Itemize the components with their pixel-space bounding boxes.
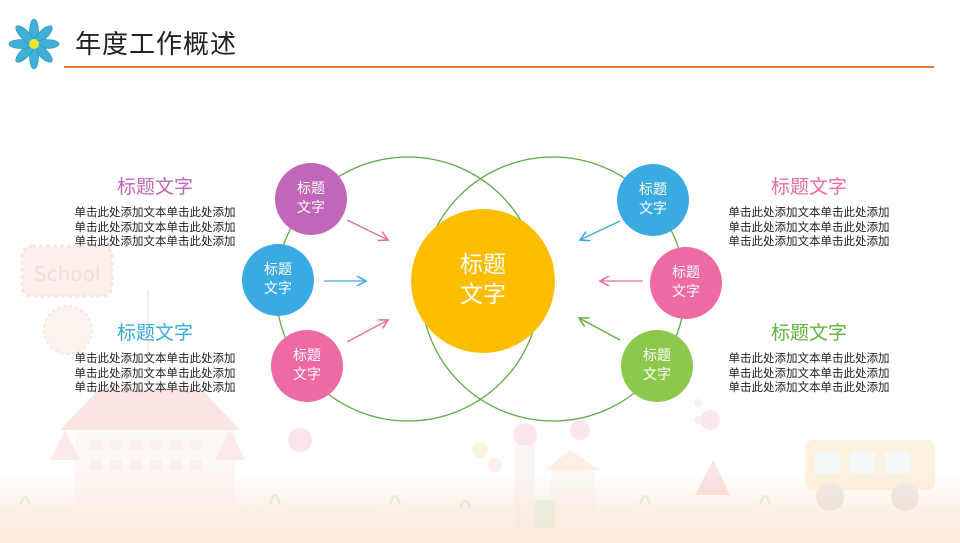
block-body-line: 单击此处添加文本单击此处添加 <box>728 380 890 394</box>
node-right-top[interactable]: 标题 文字 <box>617 164 689 236</box>
arrow-left-top <box>346 219 388 240</box>
block-body-line: 单击此处添加文本单击此处添加 <box>74 380 236 394</box>
block-heading: 标题文字 <box>770 176 847 198</box>
text-block-left-bottom[interactable]: 标题文字 单击此处添加文本单击此处添加 单击此处添加文本单击此处添加 单击此处添… <box>65 318 245 395</box>
node-label-line2: 文字 <box>639 201 667 217</box>
flower-icon <box>8 18 60 70</box>
block-heading: 标题文字 <box>770 322 847 344</box>
node-left-top[interactable]: 标题 文字 <box>275 163 347 235</box>
node-label-line2: 文字 <box>293 367 321 383</box>
center-node-line1: 标题 <box>460 252 506 279</box>
block-body-line: 单击此处添加文本单击此处添加 <box>74 234 236 248</box>
node-label-line1: 标题 <box>643 348 671 365</box>
block-body-line: 单击此处添加文本单击此处添加 <box>74 219 236 234</box>
block-heading: 标题文字 <box>116 176 193 198</box>
block-body-line: 单击此处添加文本单击此处添加 <box>728 205 890 219</box>
node-right-middle[interactable]: 标题 文字 <box>650 247 722 319</box>
arrow-left-bottom <box>346 320 388 343</box>
center-node-line2: 文字 <box>460 282 506 308</box>
center-node[interactable]: 标题 文字 <box>411 209 555 353</box>
node-label-line1: 标题 <box>293 348 321 365</box>
block-body-line: 单击此处添加文本单击此处添加 <box>74 205 236 219</box>
block-heading: 标题文字 <box>116 322 193 344</box>
text-block-left-top[interactable]: 标题文字 单击此处添加文本单击此处添加 单击此处添加文本单击此处添加 单击此处添… <box>65 172 245 249</box>
school-sign-text: School <box>34 262 100 286</box>
node-label-line1: 标题 <box>639 182 667 199</box>
block-body-line: 单击此处添加文本单击此处添加 <box>728 365 890 380</box>
node-label-line2: 文字 <box>297 200 325 216</box>
block-body-line: 单击此处添加文本单击此处添加 <box>728 351 890 365</box>
node-label-line2: 文字 <box>672 284 700 300</box>
node-left-middle[interactable]: 标题 文字 <box>242 244 314 316</box>
page-title: 年度工作概述 <box>75 30 238 60</box>
node-right-bottom[interactable]: 标题 文字 <box>621 330 693 402</box>
text-block-right-top[interactable]: 标题文字 单击此处添加文本单击此处添加 单击此处添加文本单击此处添加 单击此处添… <box>719 172 899 249</box>
node-label-line1: 标题 <box>297 181 325 198</box>
node-left-bottom[interactable]: 标题 文字 <box>271 330 343 402</box>
node-label-line2: 文字 <box>264 281 292 297</box>
block-body-line: 单击此处添加文本单击此处添加 <box>728 234 890 248</box>
background-ground <box>0 473 960 543</box>
node-label-line2: 文字 <box>643 367 671 383</box>
arrow-right-bottom <box>579 318 621 341</box>
node-label-line1: 标题 <box>672 265 700 282</box>
title-underline <box>64 66 934 68</box>
block-body-line: 单击此处添加文本单击此处添加 <box>74 351 236 365</box>
arrow-right-top <box>580 220 621 240</box>
text-block-right-bottom[interactable]: 标题文字 单击此处添加文本单击此处添加 单击此处添加文本单击此处添加 单击此处添… <box>719 318 899 395</box>
block-body-line: 单击此处添加文本单击此处添加 <box>74 365 236 380</box>
node-label-line1: 标题 <box>264 262 292 279</box>
block-body-line: 单击此处添加文本单击此处添加 <box>728 219 890 234</box>
